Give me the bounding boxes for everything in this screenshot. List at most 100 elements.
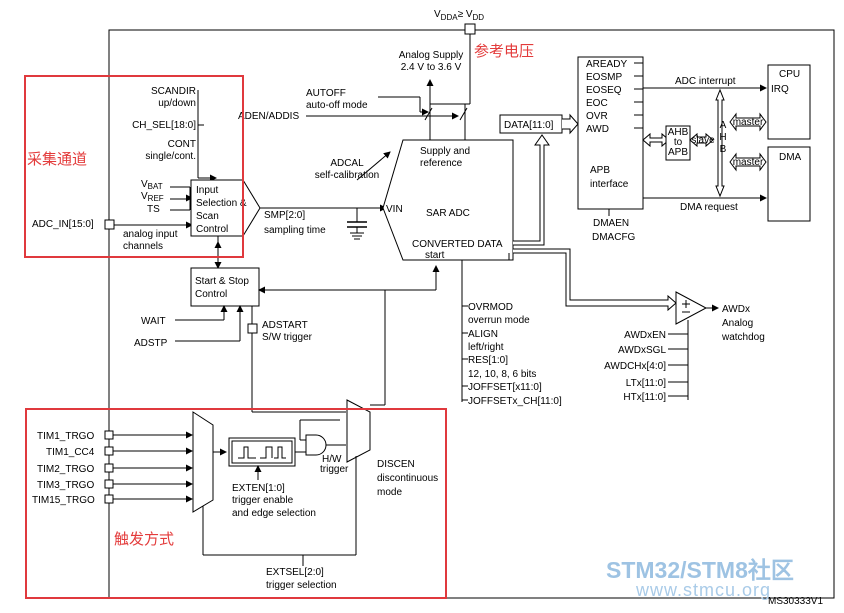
apb-l1: APB — [590, 165, 610, 176]
dmacfg-label: DMACFG — [592, 232, 636, 243]
dmaen-label: DMAEN — [593, 218, 629, 229]
joffset-ch-label: JOFFSETx_CH[11:0] — [468, 396, 562, 407]
awd-input-item: HTx[11:0] — [623, 392, 666, 403]
start-stop-control-block — [190, 267, 260, 307]
exten-desc1: trigger enable — [232, 495, 294, 506]
data-label: DATA[11:0] — [504, 120, 554, 131]
dma-block — [767, 146, 811, 222]
trigger-item: TIM2_TRGO — [37, 464, 94, 475]
doc-id: MS30333V1 — [768, 596, 823, 607]
annotation-ref-voltage: 参考电压 — [474, 42, 534, 60]
adcal-desc: self-calibration — [315, 170, 379, 181]
input-sel-l2: Selection & — [196, 198, 247, 209]
autoff-label: AUTOFF — [306, 88, 346, 99]
discen-desc2: mode — [377, 487, 402, 498]
scandir-label: SCANDIR — [151, 86, 196, 97]
awd-desc2: watchdog — [721, 332, 765, 343]
edge-detector — [228, 437, 296, 467]
input-selection-block — [190, 179, 244, 237]
align-label: ALIGN — [468, 329, 498, 340]
trigger-item: TIM15_TRGO — [32, 495, 95, 506]
annotation-sampling-channels: 采集通道 — [27, 150, 87, 168]
ovrmod-desc: overrun mode — [468, 315, 530, 326]
ahb-l1: AHB — [668, 127, 689, 138]
vbat-label: VBAT — [141, 179, 163, 191]
wait-label: WAIT — [141, 316, 166, 327]
trigger-item: TIM3_TRGO — [37, 480, 94, 491]
cpu-block — [767, 64, 811, 140]
trigger-mux — [192, 411, 214, 513]
vref-label: VREF — [141, 191, 164, 203]
cpu-label: CPU — [779, 69, 800, 80]
annotation-trigger-mode: 触发方式 — [114, 530, 174, 548]
extsel-label: EXTSEL[2:0] — [266, 567, 324, 578]
joffset-label: JOFFSET[x11:0] — [468, 382, 542, 393]
supply-label: VDDA≥ VDD — [434, 9, 484, 22]
adc-in-pad — [104, 219, 115, 230]
chsel-label: CH_SEL[18:0] — [132, 120, 196, 131]
ovrmod-label: OVRMOD — [468, 302, 513, 313]
adstart-desc: S/W trigger — [262, 332, 313, 343]
analog-watchdog-comparator — [675, 291, 708, 325]
awd-label: AWDx — [722, 304, 750, 315]
trigger-list: TIM1_TRGO TIM1_CC4 TIM2_TRGO TIM3_TRGO T… — [32, 431, 95, 506]
res-label: RES[1:0] — [468, 355, 508, 366]
ahb-l2: to — [674, 137, 683, 148]
flag-item: EOSEQ — [586, 85, 622, 96]
start-stop-l1: Start & Stop — [195, 276, 249, 287]
discen-label: DISCEN — [377, 459, 415, 470]
smp-desc: sampling time — [264, 225, 326, 236]
awd-inputs: AWDxEN AWDxSGL AWDCHx[4:0] LTx[11:0] HTx… — [604, 330, 666, 403]
sar-adc-name: SAR ADC — [426, 208, 470, 219]
dma-request-label: DMA request — [680, 202, 738, 213]
sar-converted: CONVERTED DATA — [412, 239, 503, 250]
input-sel-l1: Input — [196, 185, 218, 196]
ahb-to-apb-bridge — [665, 125, 691, 161]
dma-label: DMA — [779, 152, 802, 163]
analog-input-label: analog input — [123, 229, 178, 240]
awd-input-item: AWDxSGL — [618, 345, 666, 356]
apb-interface-block — [577, 56, 644, 210]
config-list: OVRMOD overrun mode ALIGN left/right RES… — [468, 302, 562, 407]
ahb-bus-h: H — [719, 132, 726, 143]
sar-adc-block — [382, 139, 514, 261]
slave-label: slave — [691, 135, 715, 146]
trigger-item: TIM1_CC4 — [46, 447, 95, 458]
adcal-label: ADCAL — [330, 158, 364, 169]
adc-interrupt-label: ADC interrupt — [675, 76, 736, 87]
ahb-bus-b: B — [720, 144, 727, 155]
flag-item: EOSMP — [586, 72, 622, 83]
awd-desc1: Analog — [722, 318, 753, 329]
align-desc: left/right — [468, 342, 504, 353]
adstp-label: ADSTP — [134, 338, 168, 349]
analog-supply-line2: 2.4 V to 3.6 V — [401, 62, 462, 73]
flag-item: AREADY — [586, 59, 627, 70]
adstart-pad — [247, 323, 258, 334]
apb-l2: interface — [590, 179, 629, 190]
ahb-bus — [715, 88, 725, 198]
watermark-brand: STM32/STM8社区 — [606, 557, 794, 583]
flag-item: EOC — [586, 98, 608, 109]
ts-label: TS — [147, 204, 160, 215]
scandir-desc: up/down — [158, 98, 196, 109]
adstart-label: ADSTART — [262, 320, 308, 331]
flag-item: AWD — [586, 124, 609, 135]
and-gate — [305, 434, 327, 456]
input-sel-l4: Control — [196, 224, 228, 235]
analog-supply-line1: Analog Supply — [399, 50, 464, 61]
awd-input-item: AWDCHx[4:0] — [604, 361, 666, 372]
sar-supply: Supply and — [420, 146, 470, 157]
awd-input-item: LTx[11:0] — [626, 378, 666, 389]
master-label-dma: master — [733, 157, 764, 168]
flag-item: OVR — [586, 111, 608, 122]
extsel-desc: trigger selection — [266, 580, 337, 591]
trigger-item: TIM1_TRGO — [37, 431, 94, 442]
flag-list: AREADY EOSMP EOSEQ EOC OVR AWD — [586, 59, 627, 135]
highlight-trigger-mode — [25, 408, 447, 599]
discen-desc1: discontinuous — [377, 473, 438, 484]
aden-label: ADEN/ADDIS — [238, 111, 299, 122]
irq-label: IRQ — [771, 84, 789, 95]
ahb-l3: APB — [668, 147, 688, 158]
master-label-cpu: master — [733, 117, 764, 128]
